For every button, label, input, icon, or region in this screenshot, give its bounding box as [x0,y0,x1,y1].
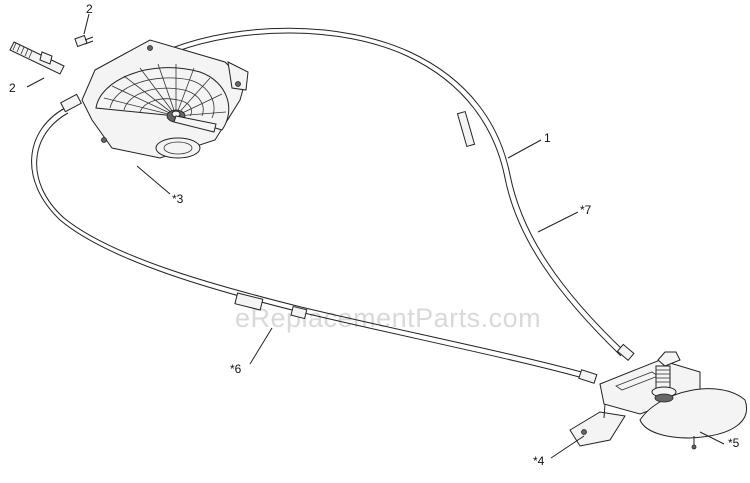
callout-2-top: 2 [86,2,93,16]
control-dial-assembly [60,39,249,159]
callout-2-left: 2 [9,81,16,95]
leader-lines [26,13,725,459]
callout-5: *5 [728,436,740,450]
shaft-assembly [9,34,94,75]
base-disc-5 [639,351,747,450]
screw-icon [74,34,94,48]
callout-1: 1 [544,131,551,145]
callout-6: *6 [230,362,242,376]
callout-7: *7 [580,203,592,217]
callout-3: *3 [172,192,184,206]
cable-6-lower [31,107,598,384]
cable-1-upper [171,27,635,362]
callout-4: *4 [533,454,545,468]
